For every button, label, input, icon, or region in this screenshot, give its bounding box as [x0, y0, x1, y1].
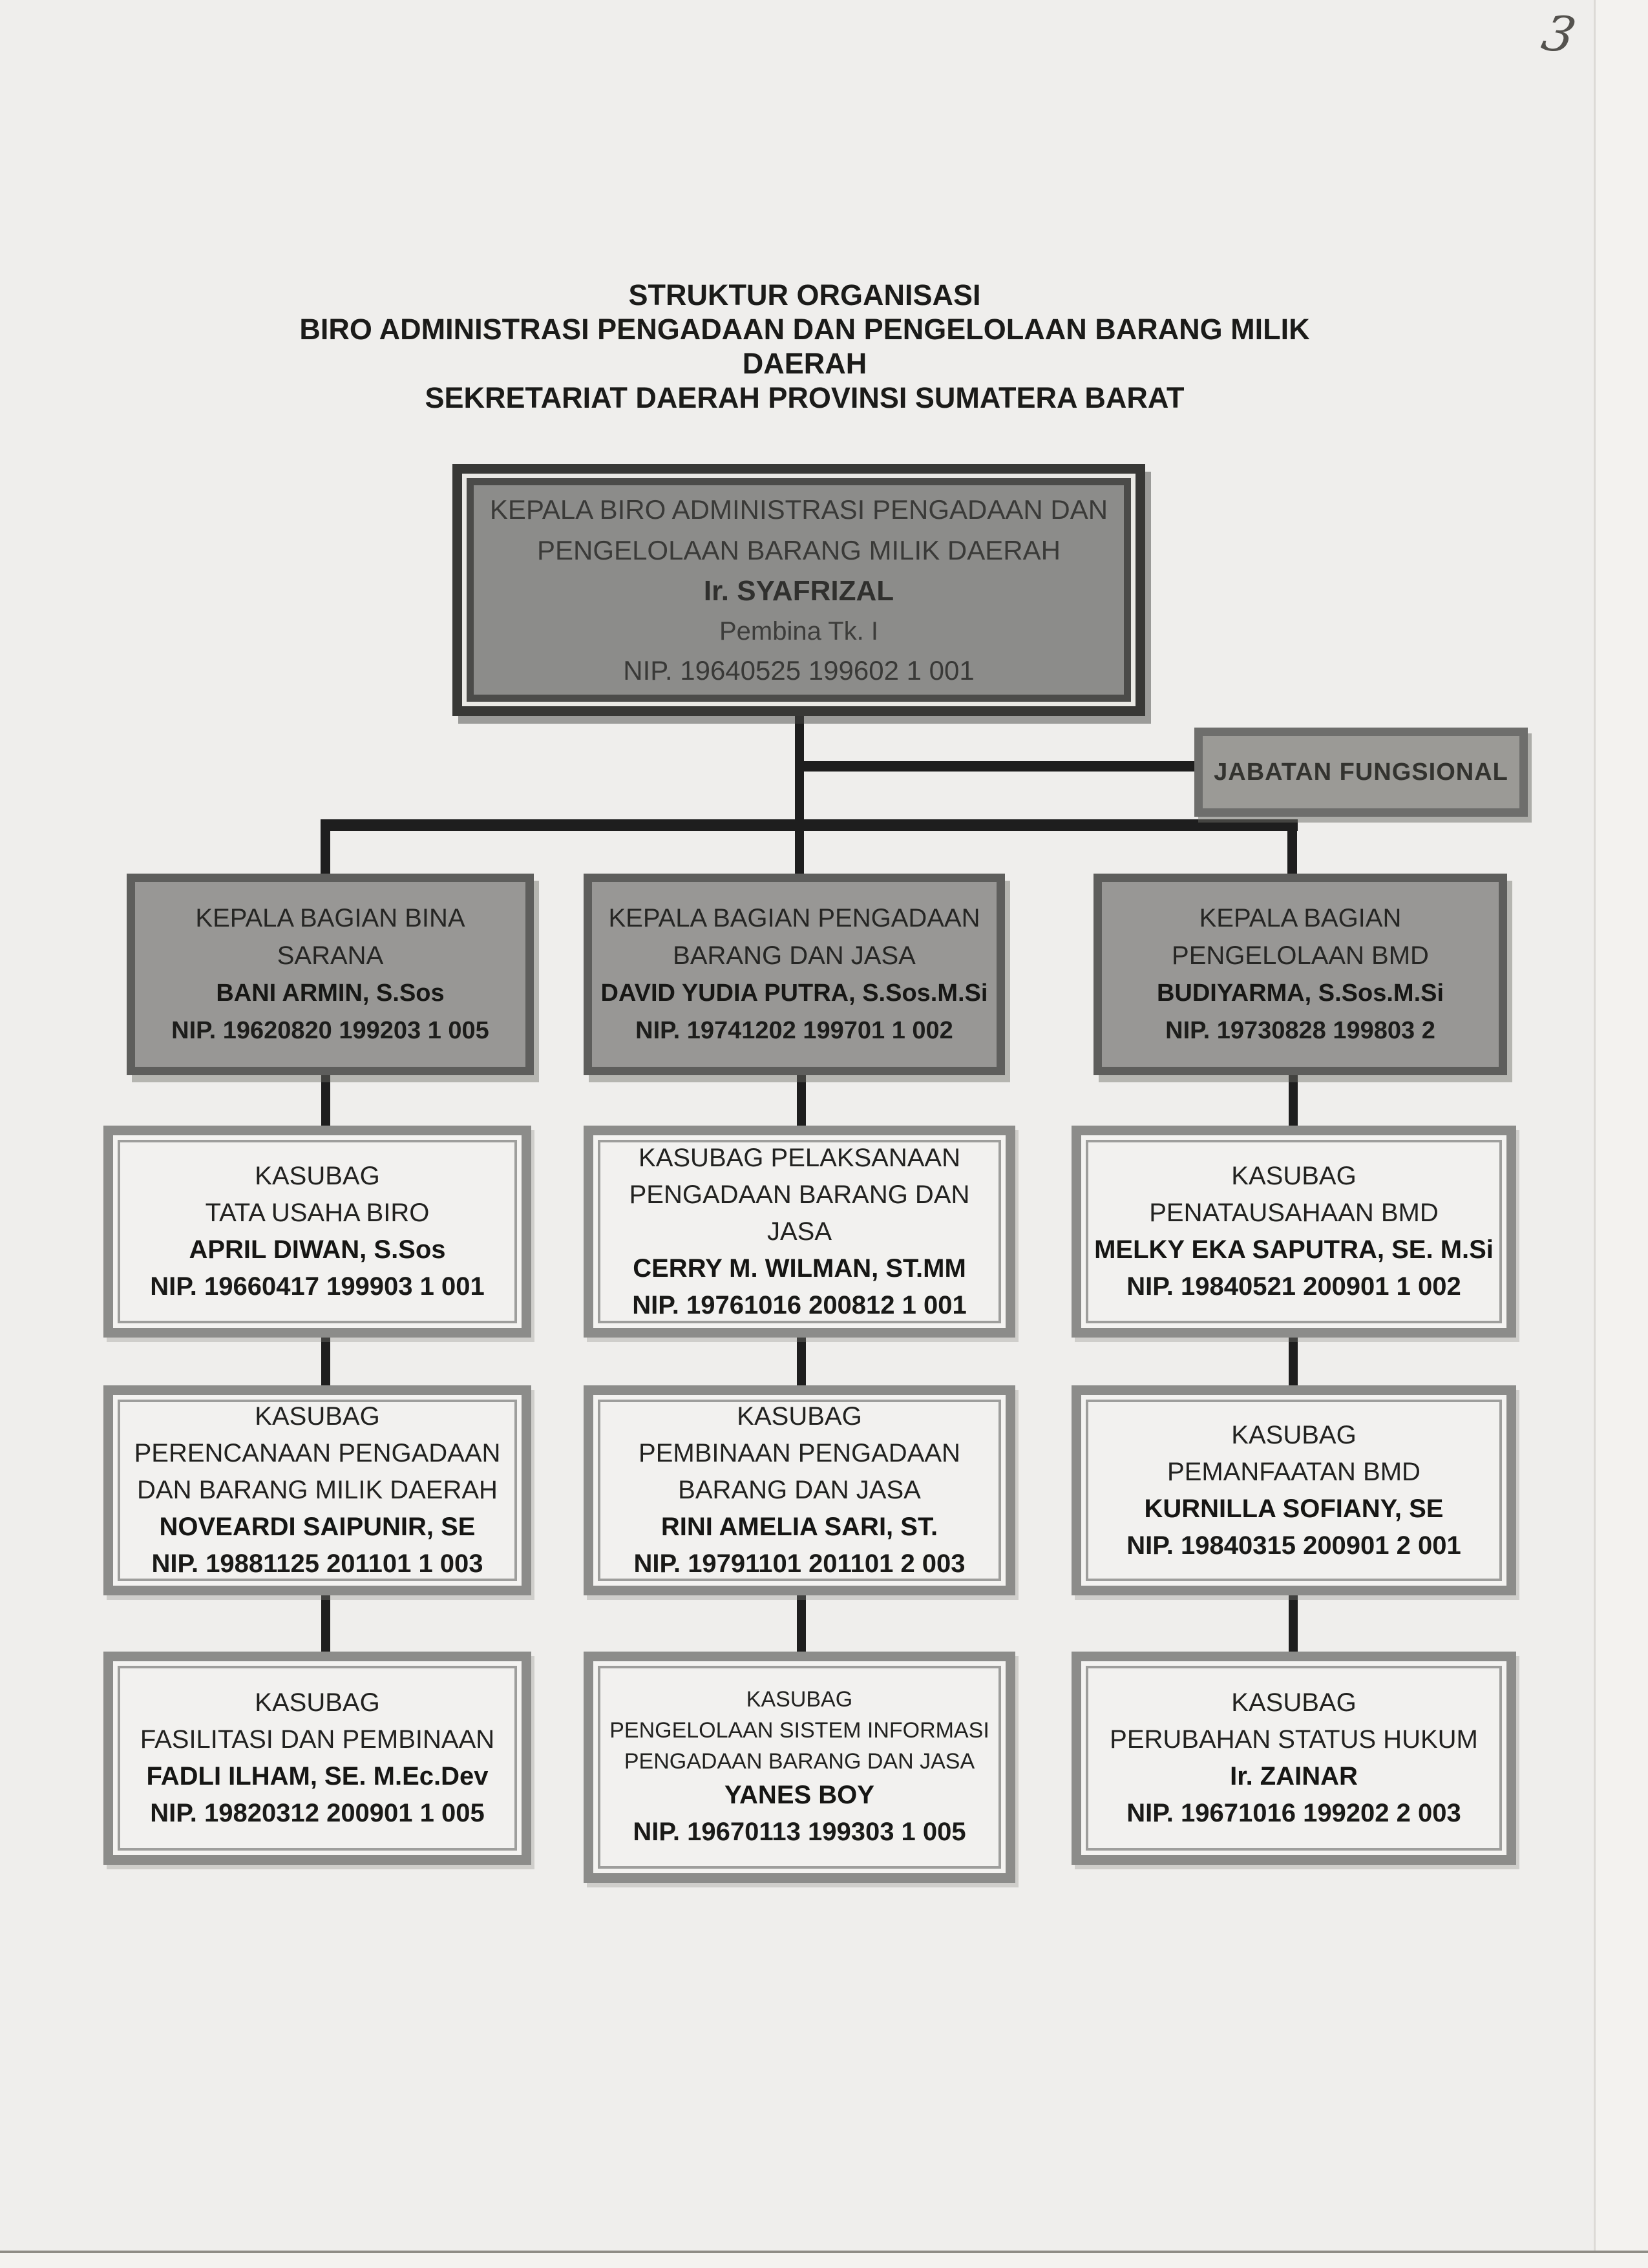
kasubag-fasilitasi-pembinaan-box: KASUBAG FASILITASI DAN PEMBINAAN FADLI I… — [103, 1652, 531, 1865]
kasubag-name: KURNILLA SOFIANY, SE — [1144, 1494, 1444, 1523]
connector-col1-stub-1 — [321, 1073, 330, 1127]
kasubag-title: KASUBAG PELAKSANAAN PENGADAAN BARANG DAN… — [629, 1143, 970, 1246]
kasubag-name: FADLI ILHAM, SE. M.Ec.Dev — [146, 1762, 489, 1790]
kasubag-perencanaan-pengadaan-box: KASUBAG PERENCANAAN PENGADAAN DAN BARANG… — [103, 1385, 531, 1595]
connector-col2-stub-2 — [797, 1336, 806, 1387]
head-box-inner-frame: KEPALA BIRO ADMINISTRASI PENGADAAN DAN P… — [467, 478, 1131, 702]
division-head-name: BUDIYARMA, S.Sos.M.Si — [1156, 980, 1444, 1007]
connector-col2-stub-3 — [797, 1594, 806, 1653]
division-head-nip: NIP. 19620820 199203 1 005 — [171, 1017, 489, 1044]
kasubag-penatausahaan-bmd-box: KASUBAG PENATAUSAHAAN BMD MELKY EKA SAPU… — [1072, 1126, 1516, 1338]
kasubag-name: CERRY M. WILMAN, ST.MM — [633, 1254, 966, 1283]
division-head-name: DAVID YUDIA PUTRA, S.Sos.M.Si — [600, 980, 988, 1007]
title-line-3: SEKRETARIAT DAERAH PROVINSI SUMATERA BAR… — [425, 381, 1185, 414]
handwritten-page-number: 3 — [1537, 4, 1581, 65]
division-head-title: KEPALA BAGIAN BINA SARANA — [195, 904, 465, 970]
kasubag-title: KASUBAG PERUBAHAN STATUS HUKUM — [1110, 1688, 1478, 1754]
kasubag-nip: NIP. 19670113 199303 1 005 — [633, 1818, 966, 1846]
connector-right-drop — [1287, 827, 1297, 875]
connector-col3-stub-3 — [1289, 1594, 1298, 1653]
division-head-pengelolaan-bmd-box: KEPALA BAGIAN PENGELOLAAN BMD BUDIYARMA,… — [1093, 874, 1507, 1075]
connector-col1-stub-3 — [321, 1594, 330, 1653]
division-head-title: KEPALA BAGIAN PENGELOLAAN BMD — [1172, 904, 1429, 970]
kasubag-title: KASUBAG PEMBINAAN PENGADAAN BARANG DAN J… — [639, 1402, 960, 1504]
kasubag-title: KASUBAG PEMANFAATAN BMD — [1167, 1420, 1421, 1486]
head-box-name: Ir. SYAFRIZAL — [703, 575, 894, 607]
kasubag-perubahan-status-hukum-box: KASUBAG PERUBAHAN STATUS HUKUM Ir. ZAINA… — [1072, 1652, 1516, 1865]
division-head-title: KEPALA BAGIAN PENGADAAN BARANG DAN JASA — [608, 904, 980, 970]
division-head-pengadaan-box: KEPALA BAGIAN PENGADAAN BARANG DAN JASA … — [584, 874, 1005, 1075]
connector-trunk — [795, 713, 804, 875]
head-of-bureau-box: KEPALA BIRO ADMINISTRASI PENGADAAN DAN P… — [452, 464, 1145, 716]
connector-col2-stub-1 — [797, 1073, 806, 1127]
title-line-1: STRUKTUR ORGANISASI — [628, 278, 981, 311]
division-head-nip: NIP. 19741202 199701 1 002 — [635, 1017, 953, 1044]
connector-main-horizontal — [321, 819, 1298, 831]
division-head-name: BANI ARMIN, S.Sos — [216, 980, 445, 1007]
scan-bottom-edge — [0, 2251, 1648, 2253]
kasubag-pemanfaatan-bmd-box: KASUBAG PEMANFAATAN BMD KURNILLA SOFIANY… — [1072, 1385, 1516, 1595]
kasubag-name: Ir. ZAINAR — [1230, 1762, 1358, 1790]
kasubag-title: KASUBAG PERENCANAAN PENGADAAN DAN BARANG… — [134, 1402, 501, 1504]
kasubag-name: NOVEARDI SAIPUNIR, SE — [159, 1513, 476, 1541]
head-box-title: KEPALA BIRO ADMINISTRASI PENGADAAN DAN P… — [489, 494, 1108, 565]
kasubag-title: KASUBAG PENGELOLAAN SISTEM INFORMASI PEN… — [609, 1687, 989, 1774]
kasubag-title: KASUBAG PENATAUSAHAAN BMD — [1149, 1162, 1439, 1227]
kasubag-nip: NIP. 19881125 201101 1 003 — [151, 1549, 483, 1578]
head-box-nip: NIP. 19640525 199602 1 001 — [623, 655, 975, 686]
kasubag-title: KASUBAG FASILITASI DAN PEMBINAAN — [140, 1688, 495, 1754]
head-box-light-frame: KEPALA BIRO ADMINISTRASI PENGADAAN DAN P… — [462, 474, 1136, 706]
kasubag-nip: NIP. 19671016 199202 2 003 — [1126, 1799, 1461, 1827]
head-box-rank: Pembina Tk. I — [719, 617, 879, 646]
connector-col3-stub-1 — [1289, 1073, 1298, 1127]
connector-col1-stub-2 — [321, 1336, 330, 1387]
title-line-2: BIRO ADMINISTRASI PENGADAAN DAN PENGELOL… — [299, 313, 1310, 380]
kasubag-pembinaan-pengadaan-box: KASUBAG PEMBINAAN PENGADAAN BARANG DAN J… — [584, 1385, 1015, 1595]
connector-col3-stub-2 — [1289, 1336, 1298, 1387]
kasubag-pelaksanaan-pengadaan-box: KASUBAG PELAKSANAAN PENGADAAN BARANG DAN… — [584, 1126, 1015, 1338]
kasubag-tata-usaha-box: KASUBAG TATA USAHA BIRO APRIL DIWAN, S.S… — [103, 1126, 531, 1338]
kasubag-nip: NIP. 19820312 200901 1 005 — [150, 1799, 485, 1827]
scan-right-edge — [1594, 0, 1596, 2268]
kasubag-nip: NIP. 19840315 200901 2 001 — [1126, 1531, 1461, 1560]
division-head-nip: NIP. 19730828 199803 2 — [1165, 1017, 1435, 1044]
scan-right-strip — [1596, 0, 1648, 2268]
functional-positions-label: JABATAN FUNGSIONAL — [1214, 758, 1508, 786]
kasubag-nip: NIP. 19791101 201101 2 003 — [633, 1549, 966, 1578]
connector-functional-branch — [799, 761, 1196, 772]
kasubag-name: RINI AMELIA SARI, ST. — [660, 1513, 938, 1541]
kasubag-name: YANES BOY — [724, 1781, 874, 1809]
kasubag-nip: NIP. 19761016 200812 1 001 — [632, 1290, 967, 1319]
kasubag-sistem-informasi-box: KASUBAG PENGELOLAAN SISTEM INFORMASI PEN… — [584, 1652, 1015, 1883]
kasubag-name: MELKY EKA SAPUTRA, SE. M.Si — [1094, 1235, 1494, 1264]
kasubag-nip: NIP. 19840521 200901 1 002 — [1126, 1272, 1461, 1301]
kasubag-name: APRIL DIWAN, S.Sos — [189, 1235, 446, 1264]
scan-bottom-strip — [0, 2253, 1648, 2268]
functional-positions-box: JABATAN FUNGSIONAL — [1194, 728, 1528, 817]
division-head-bina-sarana-box: KEPALA BAGIAN BINA SARANA BANI ARMIN, S.… — [127, 874, 534, 1075]
connector-left-drop — [321, 827, 330, 875]
kasubag-title: KASUBAG TATA USAHA BIRO — [205, 1162, 430, 1227]
chart-title: STRUKTUR ORGANISASI BIRO ADMINISTRASI PE… — [242, 278, 1367, 415]
kasubag-nip: NIP. 19660417 199903 1 001 — [150, 1272, 485, 1301]
